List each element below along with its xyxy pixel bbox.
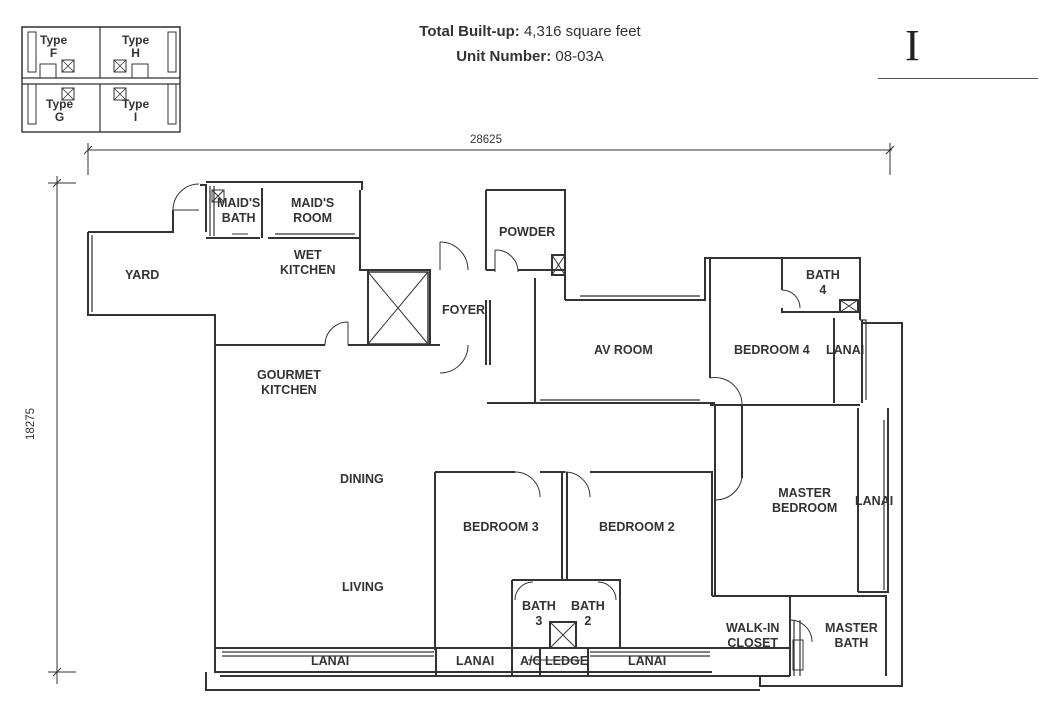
room-lanai-bedroom-2: LANAI [628,654,667,668]
room-bedroom-4: BEDROOM 4 [734,343,810,357]
room-foyer: FOYER [442,303,486,317]
unit-number-value: 08-03A [555,48,604,65]
room-powder: POWDER [499,225,556,239]
room-lanai-living: LANAI [311,654,350,668]
unit-type: I [905,21,920,70]
unit-number-line: Unit Number: 08-03A [300,48,760,65]
builtup-label: Total Built-up: [419,23,520,40]
room-ac-ledge: A/C LEDGE [520,654,589,668]
room-living: LIVING [342,580,384,594]
room-lanai-master: LANAI [855,494,894,508]
fixtures [211,189,580,661]
lift-core [367,271,429,345]
builtup-line: Total Built-up: 4,316 square feet [300,23,760,40]
walls [87,181,903,691]
width-dimension: 28625 [470,134,502,146]
room-bedroom-2: BEDROOM 2 [599,520,675,534]
key-plan [21,26,181,133]
unit-type-rule [878,78,1038,79]
unit-number-label: Unit Number: [456,48,552,65]
room-lanai-bedroom-3: LANAI [456,654,495,668]
room-lanai-bedroom-4: LANAI [826,343,865,357]
dimension-lines [48,143,895,684]
room-dining: DINING [340,472,384,486]
doors [172,183,813,671]
room-bedroom-3: BEDROOM 3 [463,520,539,534]
room-yard: YARD [125,268,160,282]
room-av-room: AV ROOM [594,343,653,357]
windows [87,186,885,676]
depth-dimension: 18275 [25,408,37,440]
builtup-value: 4,316 square feet [523,23,641,40]
